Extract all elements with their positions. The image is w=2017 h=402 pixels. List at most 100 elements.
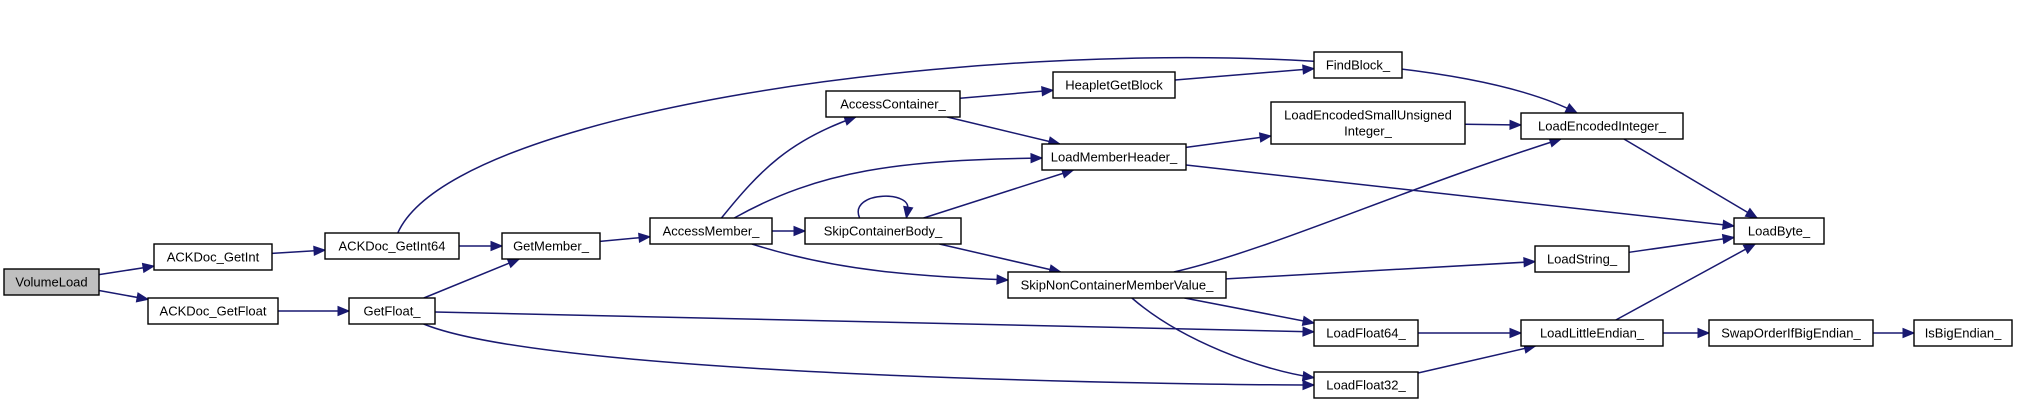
node-loadbyte_[interactable]: LoadByte_ — [1733, 217, 1825, 245]
edge-accesscontainer_-to-heapletgetblock — [959, 86, 1055, 99]
node-box — [147, 297, 279, 325]
node-isbigendian_[interactable]: IsBigEndian_ — [1913, 319, 2013, 347]
edge-skipnoncontainermembervalue_-to-loadstring_ — [1225, 257, 1537, 280]
node-loadstring_[interactable]: LoadString_ — [1534, 245, 1630, 273]
edge-line — [423, 258, 520, 299]
edge-line — [423, 323, 1315, 386]
edge-line — [434, 311, 1315, 333]
node-box — [825, 90, 961, 118]
node-loadencodedinteger_[interactable]: LoadEncodedInteger_ — [1520, 112, 1684, 140]
edge-line — [1623, 138, 1758, 219]
node-findblock_[interactable]: FindBlock_ — [1313, 51, 1403, 79]
edge-line — [733, 157, 1043, 219]
edge-getfloat_-to-loadfloat64_ — [434, 311, 1316, 337]
edge-getfloat_-to-getmember_ — [423, 258, 521, 299]
node-box — [3, 268, 100, 296]
node-loadfloat64_[interactable]: LoadFloat64_ — [1313, 319, 1419, 347]
node-box — [501, 232, 601, 260]
edge-ackdoc_getint-to-ackdoc_getint64 — [271, 245, 327, 257]
node-label: LoadByte_ — [1748, 224, 1811, 239]
node-accesscontainer_[interactable]: AccessContainer_ — [825, 90, 961, 118]
node-label: LoadString_ — [1547, 252, 1618, 267]
edge-arrowhead — [1301, 370, 1316, 382]
edge-arrowhead — [1721, 233, 1736, 245]
edge-arrowhead — [1902, 327, 1916, 339]
node-box — [1913, 319, 2013, 347]
node-box — [1041, 143, 1187, 171]
node-skipcontainerbody_[interactable]: SkipContainerBody_ — [804, 217, 962, 245]
node-box — [1007, 271, 1227, 299]
node-label: ACKDoc_GetInt — [167, 250, 260, 265]
edge-skipcontainerbody_-to-skipnoncontainermembervalue_ — [939, 243, 1062, 275]
node-label: IsBigEndian_ — [1925, 326, 2002, 341]
edge-loadlittleendian_-to-swaporderifbigendian_ — [1663, 327, 1711, 339]
node-ackdoc_getfloat[interactable]: ACKDoc_GetFloat — [147, 297, 279, 325]
edge-arrowhead — [1041, 86, 1055, 97]
edge-arrowhead — [1697, 327, 1711, 339]
node-accessmember_[interactable]: AccessMember_ — [649, 217, 773, 245]
edge-skipnoncontainermembervalue_-to-loadencodedinteger_ — [1173, 137, 1563, 273]
node-getmember_[interactable]: GetMember_ — [501, 232, 601, 260]
node-loadlittleendian_[interactable]: LoadLittleEndian_ — [1520, 319, 1664, 347]
node-box — [804, 217, 962, 245]
edge-arrowhead — [490, 240, 504, 252]
edge-line — [1615, 243, 1756, 321]
node-label: LoadMemberHeader_ — [1051, 150, 1178, 165]
node-ackdoc_getint64[interactable]: ACKDoc_GetInt64 — [324, 232, 460, 260]
edge-arrowhead — [1509, 327, 1523, 339]
node-box — [1052, 71, 1176, 99]
node-label: VolumeLoad — [15, 275, 87, 290]
edge-arrowhead — [996, 274, 1010, 285]
node-box — [649, 217, 773, 245]
edge-arrowhead — [1302, 64, 1316, 75]
node-box — [1520, 319, 1664, 347]
node-getfloat_[interactable]: GetFloat_ — [348, 297, 436, 325]
node-label: LoadFloat64_ — [1326, 326, 1406, 341]
node-label: LoadEncodedInteger_ — [1538, 119, 1667, 134]
node-box — [324, 232, 460, 260]
edge-getmember_-to-accessmember_ — [599, 232, 652, 244]
node-box — [1534, 245, 1630, 273]
edge-loadfloat64_-to-loadlittleendian_ — [1418, 327, 1523, 339]
edge-line — [939, 243, 1061, 273]
node-ackdoc_getint[interactable]: ACKDoc_GetInt — [153, 243, 273, 271]
edge-line — [923, 169, 1074, 219]
edge-loadfloat32_-to-loadlittleendian_ — [1417, 343, 1537, 374]
edge-line — [1185, 135, 1272, 149]
edge-line — [1131, 297, 1315, 379]
edge-arrowhead — [313, 245, 327, 257]
node-label: Integer_ — [1344, 124, 1392, 139]
node-label: LoadLittleEndian_ — [1540, 326, 1645, 341]
edge-loadstring_-to-loadbyte_ — [1628, 233, 1736, 254]
edge-line — [947, 116, 1060, 145]
node-swaporderifbigendian_[interactable]: SwapOrderIfBigEndian_ — [1708, 319, 1874, 347]
edge-accessmember_-to-loadmemberheader_ — [733, 152, 1044, 219]
node-heapletgetblock[interactable]: HeapletGetBlock — [1052, 71, 1176, 99]
edge-arrowhead — [1509, 119, 1523, 131]
node-label: LoadEncodedSmallUnsigned — [1284, 108, 1452, 123]
edge-ackdoc_getfloat-to-getfloat_ — [278, 305, 351, 317]
edges-layer — [98, 56, 1916, 391]
edge-line — [1174, 67, 1315, 81]
edge-arrowhead — [1258, 132, 1273, 143]
edge-skipnoncontainermembervalue_-to-loadfloat64_ — [1184, 297, 1316, 326]
node-volumeload[interactable]: VolumeLoad — [3, 268, 100, 296]
node-box — [348, 297, 436, 325]
edge-line — [720, 116, 857, 219]
edge-arrowhead — [1301, 315, 1316, 326]
edge-arrowhead — [903, 205, 914, 220]
edge-volumeload-to-ackdoc_getfloat — [98, 289, 150, 303]
node-box — [1313, 319, 1419, 347]
edge-skipnoncontainermembervalue_-to-loadfloat32_ — [1131, 297, 1316, 382]
node-loadfloat32_[interactable]: LoadFloat32_ — [1313, 371, 1419, 399]
edge-getfloat_-to-loadfloat32_ — [423, 323, 1316, 391]
node-loadmemberheader_[interactable]: LoadMemberHeader_ — [1041, 143, 1187, 171]
edge-arrowhead — [638, 232, 652, 244]
edge-line — [1225, 260, 1536, 280]
edge-arrowhead — [1523, 257, 1537, 268]
edge-line — [1417, 345, 1536, 374]
edge-line — [1173, 138, 1562, 273]
node-skipnoncontainermembervalue_[interactable]: SkipNonContainerMemberValue_ — [1007, 271, 1227, 299]
